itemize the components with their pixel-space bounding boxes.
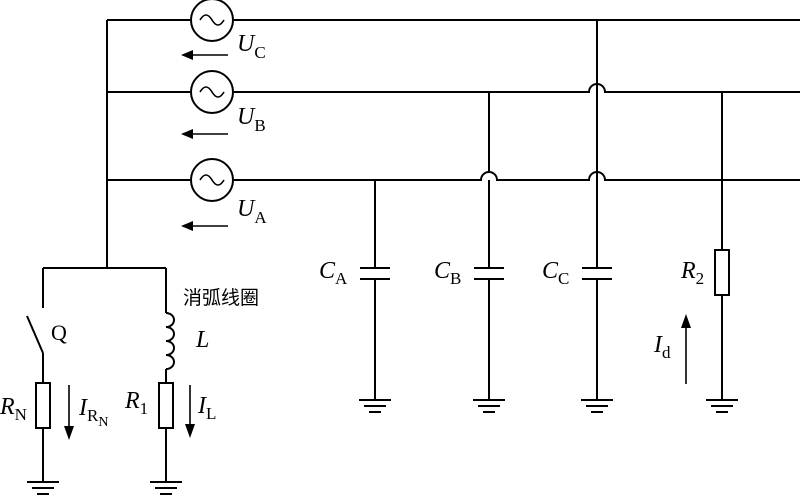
resistor-r1: R1 bbox=[124, 382, 174, 482]
resistor-r2: R2 bbox=[680, 92, 738, 413]
capacitor-ca: CA bbox=[319, 180, 391, 413]
capacitor-cb: CB bbox=[434, 92, 505, 413]
switch-q-label: Q bbox=[51, 320, 67, 345]
source-uc: UC bbox=[181, 0, 266, 62]
source-ua-label: UA bbox=[237, 196, 267, 227]
current-id: Id bbox=[653, 314, 691, 384]
current-irn: IRN bbox=[64, 385, 108, 440]
source-ub: UB bbox=[181, 70, 266, 139]
ground-r1 bbox=[150, 481, 182, 495]
inductor-l-label: L bbox=[195, 327, 209, 353]
coil-caption: 消弧线圈 bbox=[183, 287, 259, 309]
capacitor-cb-label: CB bbox=[434, 258, 461, 288]
inductor-l: 消弧线圈 L bbox=[165, 268, 259, 383]
current-irn-label: IRN bbox=[78, 395, 108, 430]
resistor-r1-label: R1 bbox=[124, 388, 148, 418]
capacitor-ca-label: CA bbox=[319, 258, 348, 288]
switch-q: Q bbox=[26, 268, 67, 383]
resistor-rn-label: RN bbox=[0, 394, 27, 424]
current-il: IL bbox=[185, 385, 216, 438]
capacitor-cc-label: CC bbox=[542, 258, 569, 288]
ground-rn bbox=[27, 481, 59, 495]
resistor-rn: RN bbox=[0, 382, 51, 482]
source-ua: UA bbox=[181, 158, 267, 231]
current-il-label: IL bbox=[197, 393, 216, 423]
resistor-r2-label: R2 bbox=[680, 258, 704, 288]
phase-a-line bbox=[107, 171, 800, 181]
current-id-label: Id bbox=[653, 332, 671, 362]
capacitor-cc: CC bbox=[542, 20, 613, 413]
source-ub-label: UB bbox=[237, 104, 266, 135]
source-uc-label: UC bbox=[237, 31, 266, 62]
